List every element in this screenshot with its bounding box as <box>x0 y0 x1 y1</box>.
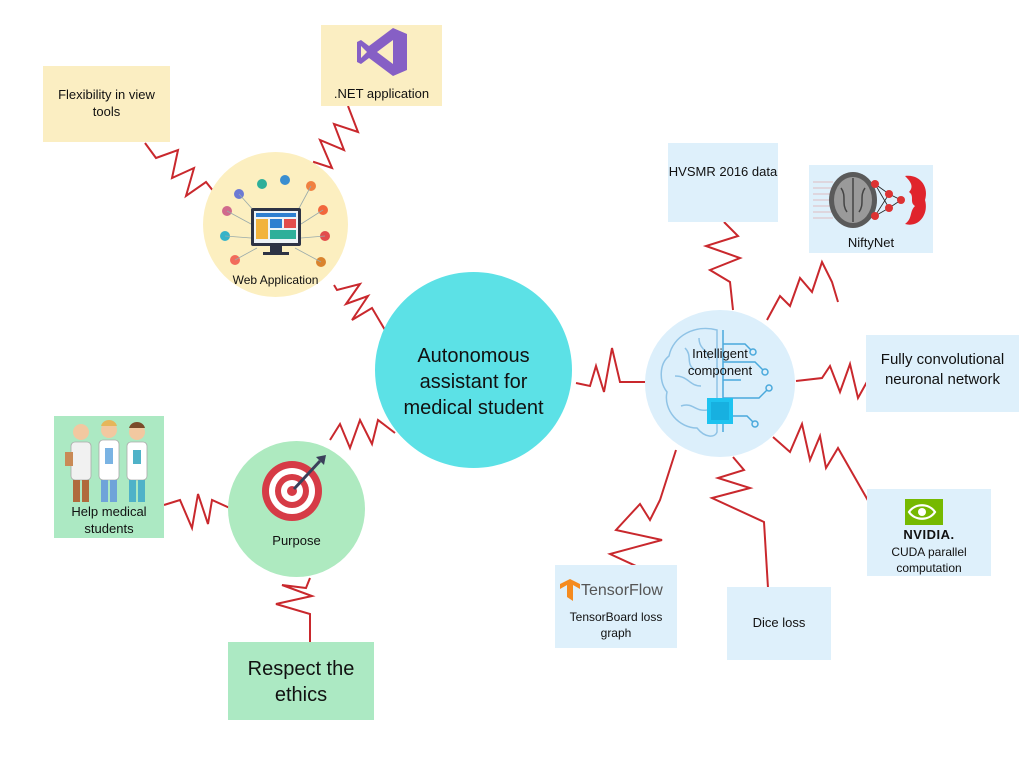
fcn-label: Fully convolutional neuronal network <box>880 351 1005 388</box>
dice-loss-box: Dice loss <box>727 587 831 660</box>
link-center-intelligent <box>575 347 650 393</box>
fcn-box: Fully convolutional neuronal network <box>866 335 1019 412</box>
niftynet-box: NiftyNet <box>809 165 933 253</box>
nvidia-logo-text: NVIDIA. <box>903 527 955 542</box>
intelligent-component-node: Intelligent component <box>645 310 795 457</box>
link-intelligent-nvidia <box>772 420 871 505</box>
link-center-webapp <box>333 282 386 331</box>
hvsmr-box: HVSMR 2016 data <box>668 143 778 222</box>
link-intelligent-niftynet <box>766 259 839 321</box>
help-students-label: Help medical students <box>71 504 147 536</box>
ethics-label: Respect the ethics <box>247 658 355 706</box>
center-node: Autonomous assistant for medical student <box>375 272 572 468</box>
intelligent-component-label: Intelligent component <box>687 346 753 378</box>
flexibility-box: Flexibility in view tools <box>43 66 170 142</box>
tensorflow-icon <box>560 579 580 601</box>
purpose-label: Purpose <box>272 533 321 548</box>
cuda-label: CUDA parallel computation <box>891 545 967 575</box>
web-app-illustration-icon <box>220 175 330 267</box>
help-students-box: Help medical students <box>54 416 164 538</box>
dotnet-label: .NET application <box>333 86 430 101</box>
target-icon <box>262 455 326 521</box>
flexibility-label: Flexibility in view tools <box>58 87 155 119</box>
center-label: Autonomous assistant for medical student <box>403 345 544 419</box>
web-application-label: Web Application <box>232 273 319 287</box>
link-intelligent-hvsmr <box>702 221 743 311</box>
nvidia-eye-icon <box>905 499 943 525</box>
ethics-box: Respect the ethics <box>228 642 374 720</box>
link-webapp-dotnet <box>305 105 360 185</box>
link-purpose-ethics <box>275 577 316 642</box>
web-application-node: Web Application <box>203 152 348 297</box>
tensorflow-logo-text: TensorFlow <box>581 582 663 599</box>
brain-chip-icon <box>660 327 773 437</box>
link-intelligent-tensorflow <box>607 449 677 568</box>
hvsmr-label: HVSMR 2016 data <box>668 164 778 179</box>
niftynet-label: NiftyNet <box>847 235 895 250</box>
tensorflow-box: TensorFlow TensorBoard loss graph <box>555 565 677 648</box>
brain-scan-icon <box>813 172 927 228</box>
dotnet-box: .NET application <box>321 25 442 106</box>
dice-loss-label: Dice loss <box>752 615 806 630</box>
link-center-purpose <box>329 417 396 451</box>
doctors-illustration-icon <box>65 420 148 502</box>
tensorboard-label: TensorBoard loss graph <box>569 610 663 640</box>
link-webapp-flexibility <box>144 142 223 203</box>
link-intelligent-dice <box>709 456 769 589</box>
nvidia-box: NVIDIA. CUDA parallel computation <box>867 489 991 576</box>
link-intelligent-fcn <box>795 360 869 401</box>
visual-studio-icon <box>357 28 407 76</box>
link-purpose-help <box>163 493 233 532</box>
purpose-node: Purpose <box>228 441 365 577</box>
